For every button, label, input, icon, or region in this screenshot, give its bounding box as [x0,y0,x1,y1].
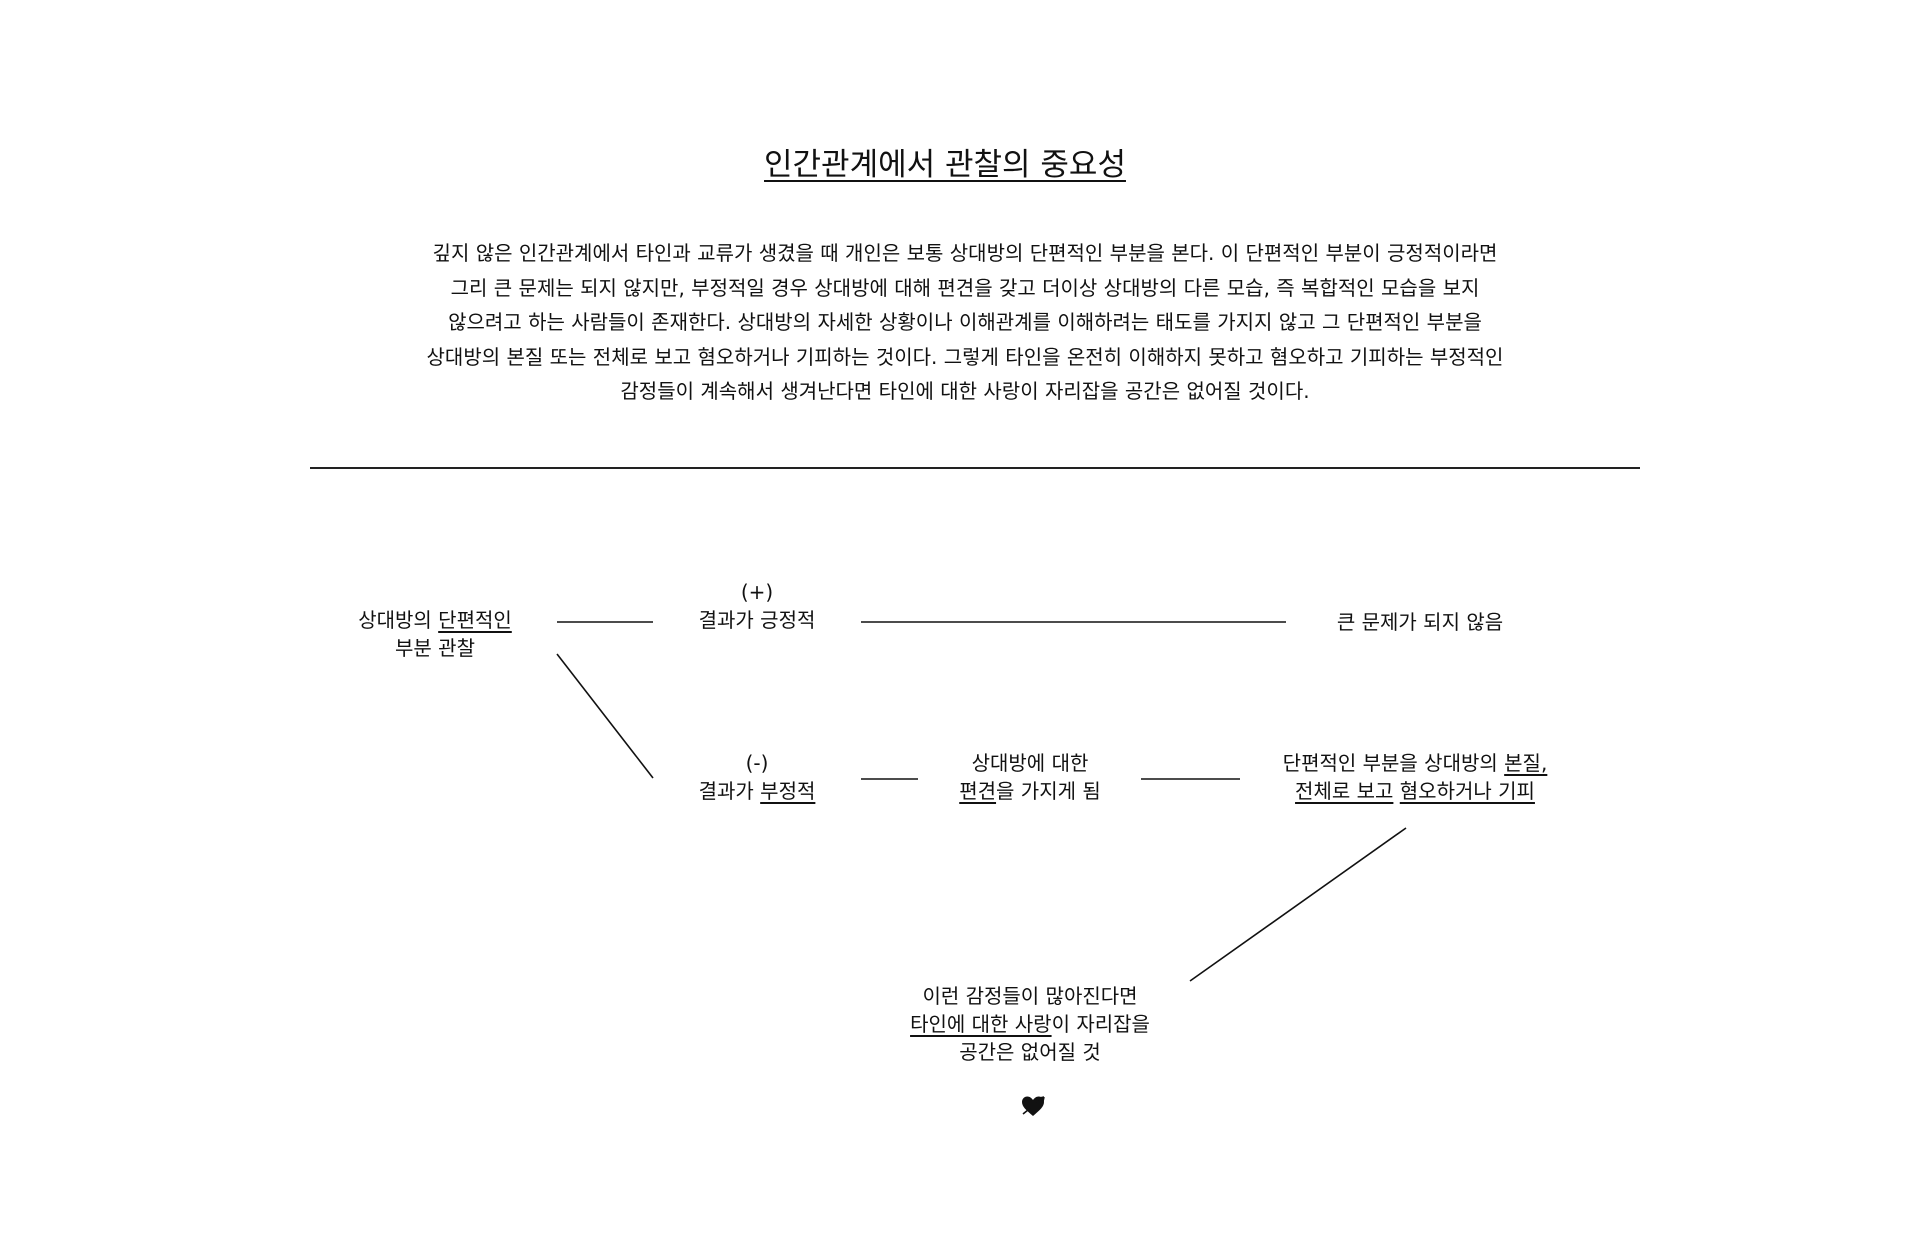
negative-sign: (-) [745,751,769,775]
bias-line2-text: 을 가지게 됨 [996,779,1101,803]
conclusion-line3: 공간은 없어질 것 [959,1040,1101,1064]
node-conclusion: 이런 감정들이 많아진다면 타인에 대한 사랑이 자리잡을 공간은 없어질 것 [880,982,1180,1066]
conclusion-emphasis: 타인에 대한 사랑 [910,1012,1052,1036]
page-title-text: 인간관계에서 관찰의 중요성 [764,147,1126,183]
essence-line1-text: 단편적인 부분을 상대방의 [1282,751,1505,775]
intro-line: 상대방의 본질 또는 전체로 보고 혐오하거나 기피하는 것이다. 그렇게 타인… [426,344,1504,369]
no-problem-label: 큰 문제가 되지 않음 [1336,610,1504,634]
essence-line2-emphasis-b: 혐오하거나 기피 [1399,779,1535,803]
positive-sign: (+) [740,580,774,604]
node-fragment-line2: 부분 관찰 [395,636,475,660]
page-title: 인간관계에서 관찰의 중요성 [0,145,1890,185]
intro-line: 그리 큰 문제는 되지 않지만, 부정적일 경우 상대방에 대해 편견을 갖고 … [450,275,1480,300]
heart-with-arrow-icon [1022,1096,1045,1116]
intro-line: 않으려고 하는 사람들이 존재한다. 상대방의 자세한 상황이나 이해관계를 이… [448,310,1482,334]
node-fragment-observation: 상대방의 단편적인 부분 관찰 [330,606,540,662]
bias-line1: 상대방에 대한 [971,751,1089,775]
intro-line: 감정들이 계속해서 생겨난다면 타인에 대한 사랑이 자리잡을 공간은 없어질 … [620,379,1310,403]
section-divider [310,467,1640,469]
positive-label: 결과가 긍정적 [698,608,816,632]
conclusion-line2-text: 이 자리잡을 [1051,1012,1150,1036]
connector-essence-to-conclusion [1189,827,1407,982]
node-essence-judgement: 단편적인 부분을 상대방의 본질, 전체로 보고 혐오하거나 기피 [1250,749,1580,805]
negative-label-emphasis: 부정적 [760,779,816,803]
node-fragment-emphasis: 단편적인 [438,608,512,632]
essence-line2-emphasis-a: 전체로 보고 [1295,779,1394,803]
node-negative-result: (-) 결과가 부정적 [672,749,842,805]
node-bias: 상대방에 대한 편견을 가지게 됨 [930,749,1130,805]
negative-label-text: 결과가 [698,779,761,803]
node-fragment-text: 상대방의 [358,608,439,632]
essence-line1-emphasis: 본질, [1504,751,1548,775]
connector-start-to-negative [556,653,654,779]
bias-emphasis: 편견 [959,779,997,803]
node-positive-result: (+) 결과가 긍정적 [672,578,842,634]
intro-paragraph: 깊지 않은 인간관계에서 타인과 교류가 생겼을 때 개인은 보통 상대방의 단… [360,236,1570,409]
intro-line: 깊지 않은 인간관계에서 타인과 교류가 생겼을 때 개인은 보통 상대방의 단… [432,241,1498,265]
conclusion-line1: 이런 감정들이 많아진다면 [922,984,1138,1008]
node-no-problem: 큰 문제가 되지 않음 [1300,608,1540,636]
